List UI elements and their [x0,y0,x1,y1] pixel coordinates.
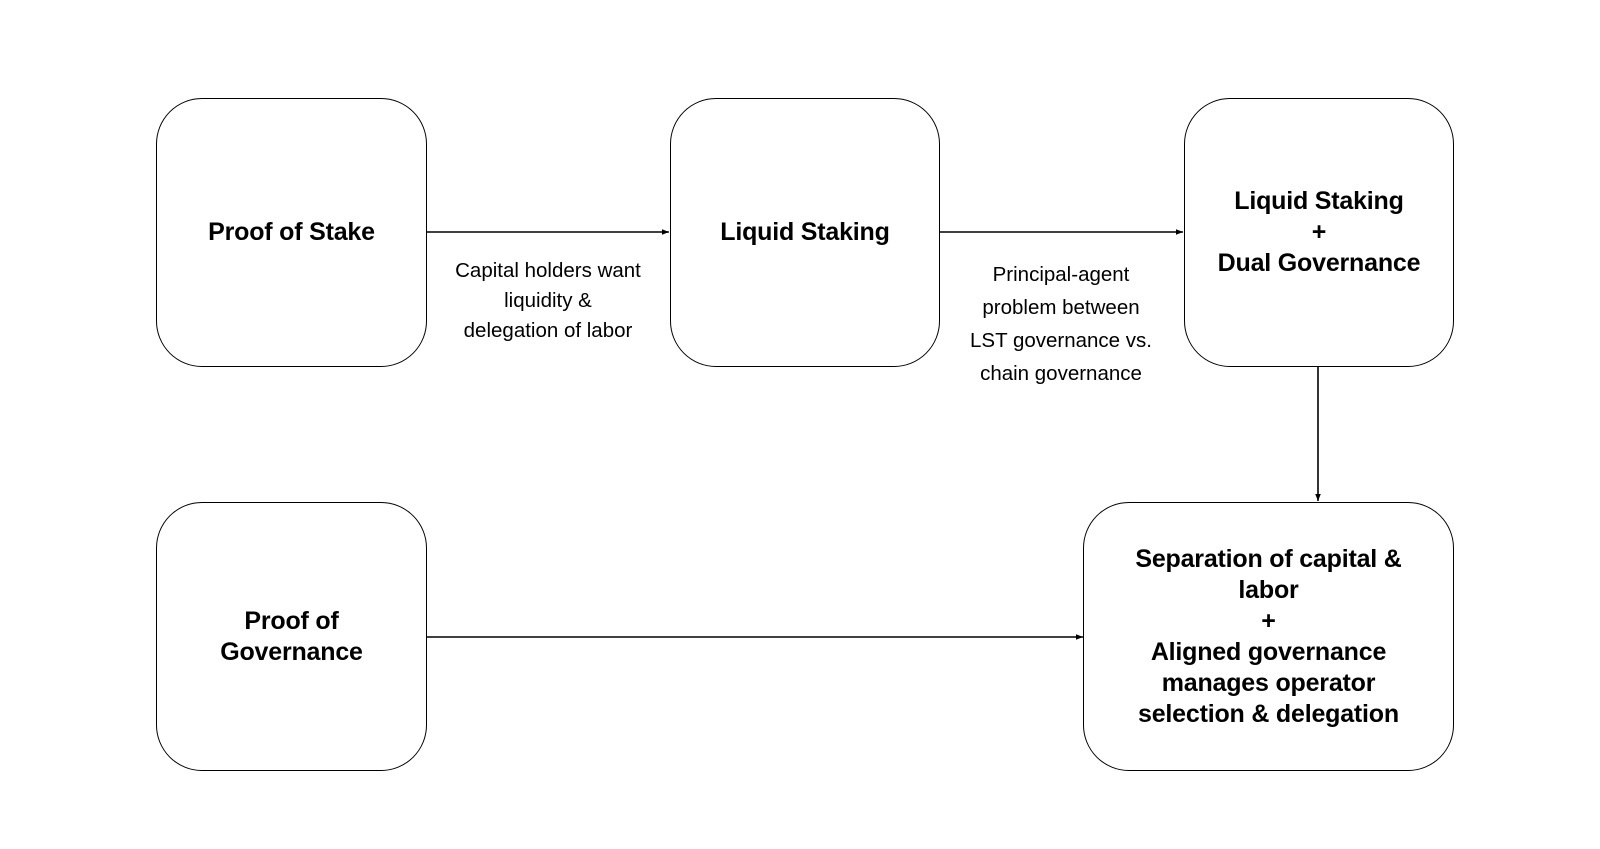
node-proof-of-governance: Proof of Governance [156,502,427,771]
edge-label-capital-holders: Capital holders want liquidity & delegat… [455,259,641,342]
node-liquid-staking: Liquid Staking [670,98,940,367]
node-separation-aligned-governance-label: Separation of capital & labor + Aligned … [1135,544,1402,728]
node-proof-of-governance-label: Proof of Governance [220,606,363,666]
node-proof-of-stake: Proof of Stake [156,98,427,367]
node-proof-of-stake-label: Proof of Stake [208,218,375,246]
node-liquid-staking-dual-governance: Liquid Staking + Dual Governance [1184,98,1454,367]
node-liquid-staking-dual-governance-label: Liquid Staking + Dual Governance [1217,187,1421,277]
node-liquid-staking-label: Liquid Staking [720,218,890,246]
node-separation-aligned-governance: Separation of capital & labor + Aligned … [1083,502,1454,771]
edge-label-principal-agent: Principal-agent problem between LST gove… [970,263,1152,385]
